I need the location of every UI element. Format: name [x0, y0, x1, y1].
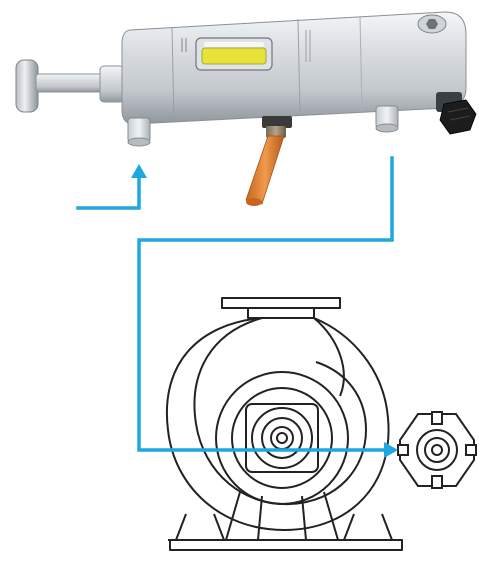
knob-icon [15, 59, 131, 113]
flow-lines [76, 156, 394, 452]
port-left-icon [127, 117, 151, 147]
inlet-arrow-icon [131, 164, 147, 178]
connector-icon [436, 92, 477, 135]
pump-icon [165, 297, 403, 551]
return-arrow-icon [384, 442, 398, 458]
port-right-icon [375, 105, 399, 133]
flow-arrowheads [131, 164, 398, 458]
inlet-line [76, 174, 141, 210]
probe-tube-icon [245, 116, 292, 206]
sight-window-icon [195, 37, 273, 71]
actuator-icon [15, 11, 477, 206]
cylinder-body-icon [121, 11, 467, 125]
return-line [137, 156, 394, 452]
impeller-icon [397, 411, 477, 489]
